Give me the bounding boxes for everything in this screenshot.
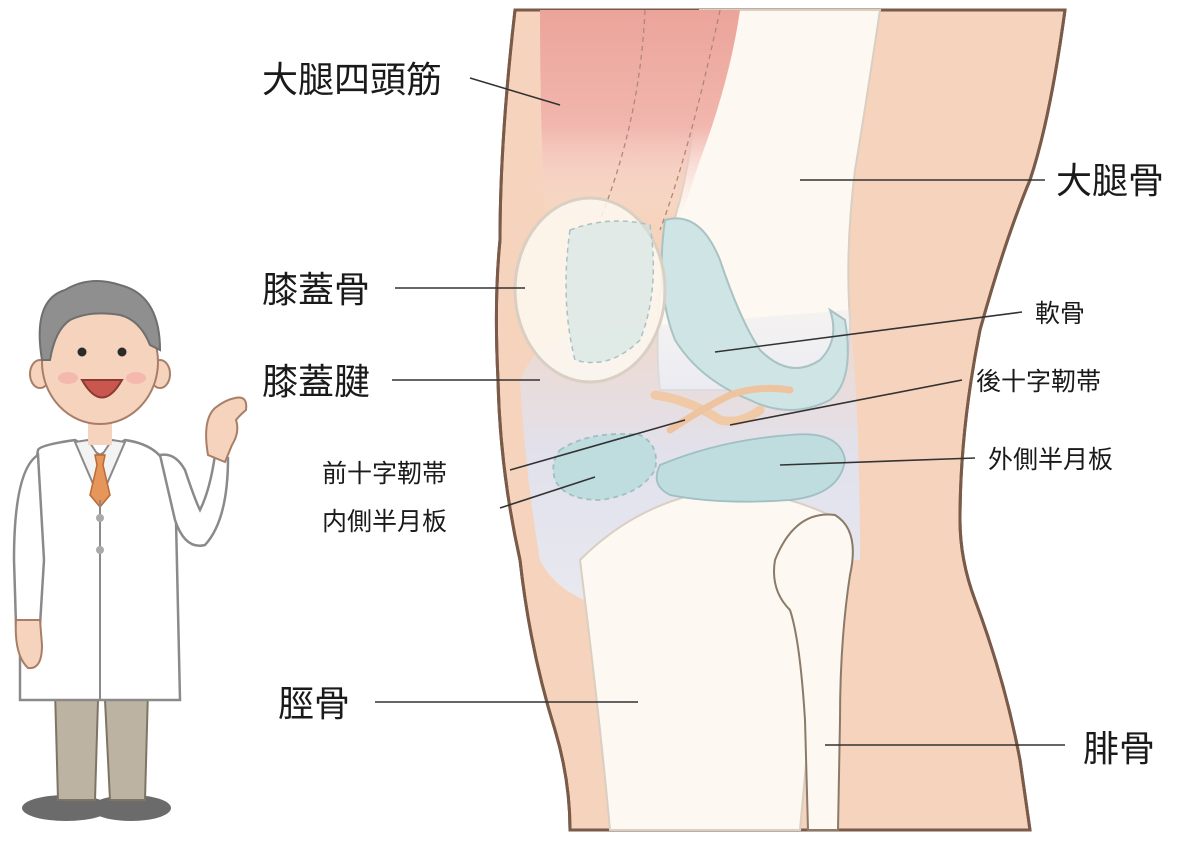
leader-cartilage (714, 311, 1023, 353)
leader-quadriceps (469, 77, 561, 106)
label-patella: 膝蓋骨 (262, 270, 370, 311)
leader-lateral-meniscus (779, 457, 976, 466)
label-femur: 大腿骨 (1056, 161, 1164, 202)
label-pcl: 後十字靭帯 (976, 367, 1101, 396)
label-quadriceps: 大腿四頭筋 (262, 60, 442, 101)
leader-acl (509, 419, 686, 471)
label-tibia: 脛骨 (278, 684, 350, 725)
leader-lines (375, 77, 1065, 746)
label-acl: 前十字靭帯 (322, 459, 447, 488)
doctor-illustration (12, 280, 248, 821)
labels: 大腿四頭筋 大腿骨 膝蓋骨 軟骨 膝蓋腱 後十字靭帯 前十字靭帯 外側半月板 内… (262, 60, 1164, 770)
label-medial-meniscus: 内側半月板 (322, 507, 447, 536)
knee-anatomy-illustration (494, 8, 1067, 832)
leader-medial-meniscus (499, 476, 596, 509)
label-fibula: 腓骨 (1083, 729, 1155, 770)
label-cartilage: 軟骨 (1035, 299, 1085, 328)
label-patellar-tendon: 膝蓋腱 (262, 362, 370, 403)
label-lateral-meniscus: 外側半月板 (988, 445, 1113, 474)
leader-pcl (729, 379, 963, 426)
